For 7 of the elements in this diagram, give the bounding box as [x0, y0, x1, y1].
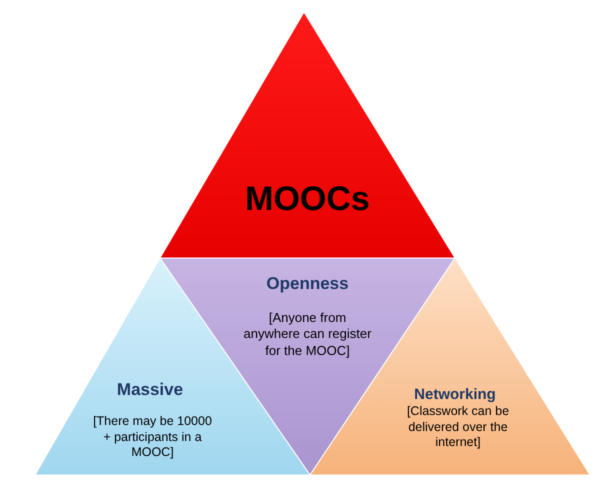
segment-title: MOOCs: [244, 180, 371, 219]
segment-description: [Classwork can be delivered over the internet]: [406, 404, 510, 451]
segment-description: [Anyone from anywhere can register for the MOOC]: [242, 310, 372, 359]
segment-title: Networking: [413, 386, 497, 403]
segment-description: [There may be 10000 + participants in a MOOC]: [92, 414, 213, 461]
segment-title: Massive: [116, 380, 184, 400]
segment-title: Openness: [265, 274, 350, 294]
